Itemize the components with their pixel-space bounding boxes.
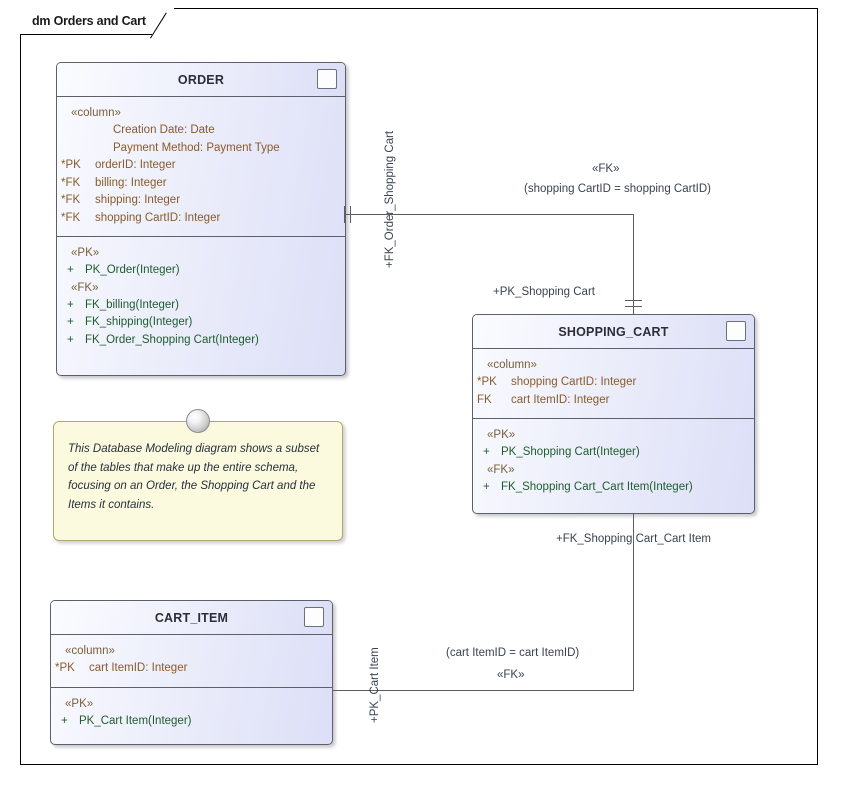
operation-row: + PK_Shopping Cart(Integer)	[473, 444, 754, 462]
connector-target-role-label: +PK_Cart Item	[369, 647, 381, 723]
column-name: billing: Integer	[95, 176, 167, 189]
entity-order-header: ORDER	[57, 63, 345, 97]
entity-shopping-cart-header: SHOPPING_CART	[473, 315, 754, 349]
entity-cart-item-columns: «column» *PK cart ItemID: Integer	[51, 635, 332, 688]
stereotype-fk: «FK»	[71, 281, 99, 294]
diagram-note[interactable]: This Database Modeling diagram shows a s…	[53, 421, 343, 541]
note-anchor-pin-icon	[186, 409, 210, 433]
entity-cart-item-header: CART_ITEM	[51, 601, 332, 635]
operation-row: + FK_Shopping Cart_Cart Item(Integer)	[473, 479, 754, 497]
operation-name: PK_Order(Integer)	[85, 264, 180, 276]
column-name: Payment Method: Payment Type	[113, 141, 280, 154]
column-row: Payment Method: Payment Type	[57, 140, 345, 158]
connector-shopping-cart-cart-item-segment-h[interactable]	[333, 690, 634, 691]
column-name: cart ItemID: Integer	[89, 662, 188, 674]
stereotype-pk: «PK»	[487, 429, 516, 441]
diagram-note-text: This Database Modeling diagram shows a s…	[68, 443, 320, 511]
operation-visibility: +	[67, 298, 74, 311]
column-row: *PK orderID: Integer	[57, 157, 345, 175]
operation-name: PK_Cart Item(Integer)	[79, 714, 192, 727]
column-name: cart ItemID: Integer	[511, 393, 610, 406]
column-name: Creation Date: Date	[113, 124, 215, 136]
column-name: shipping: Integer	[95, 194, 181, 206]
entity-order[interactable]: ORDER «column» Creation Date: Date Payme…	[56, 62, 346, 376]
column-key	[57, 122, 95, 140]
connector-source-role-label: +FK_Order_Shopping Cart	[384, 130, 396, 268]
multiplicity-one-tick	[344, 206, 345, 223]
column-key: *PK	[61, 159, 81, 171]
operation-name: FK_shipping(Integer)	[85, 316, 193, 328]
operation-visibility: +	[61, 714, 68, 727]
operation-row: + FK_shipping(Integer)	[57, 314, 345, 332]
multiplicity-one-tick	[350, 206, 351, 223]
column-name: orderID: Integer	[95, 159, 176, 171]
column-row: *PK cart ItemID: Integer	[51, 660, 332, 678]
column-key: *FK	[61, 211, 81, 224]
connector-stereotype-label: «FK»	[497, 669, 525, 681]
column-row: *FK billing: Integer	[57, 175, 345, 193]
stereotype-column: «column»	[71, 107, 121, 119]
operation-row: + FK_Order_Shopping Cart(Integer)	[57, 332, 345, 350]
column-key: FK	[477, 393, 492, 406]
column-row: *FK shipping: Integer	[57, 192, 345, 210]
connector-target-role-label: +PK_Shopping Cart	[493, 286, 595, 298]
table-icon	[726, 321, 746, 341]
operation-row: + FK_billing(Integer)	[57, 297, 345, 315]
column-name: shopping CartID: Integer	[95, 211, 221, 224]
entity-cart-item[interactable]: CART_ITEM «column» *PK cart ItemID: Inte…	[50, 600, 333, 745]
diagram-frame-tab[interactable]: dm Orders and Cart	[20, 8, 174, 35]
connector-constraint-label: (shopping CartID = shopping CartID)	[524, 183, 711, 195]
entity-shopping-cart-title: SHOPPING_CART	[558, 324, 669, 339]
stereotype-pk: «PK»	[71, 247, 100, 259]
connector-order-shopping-cart-segment-v[interactable]	[633, 214, 634, 315]
column-key: *PK	[55, 662, 75, 674]
stereotype-column: «column»	[487, 359, 537, 371]
connector-source-role-label: +FK_Shopping Cart_Cart Item	[556, 533, 712, 545]
stereotype-pk: «PK»	[65, 697, 94, 710]
operation-row: + PK_Cart Item(Integer)	[51, 713, 332, 731]
entity-cart-item-operations: «PK» + PK_Cart Item(Integer)	[51, 688, 332, 740]
entity-shopping-cart-columns: «column» *PK shopping CartID: Integer FK…	[473, 349, 754, 419]
table-icon	[304, 607, 324, 627]
operation-name: FK_Order_Shopping Cart(Integer)	[85, 333, 259, 346]
multiplicity-one-tick	[625, 300, 642, 301]
column-row: FK cart ItemID: Integer	[473, 392, 754, 410]
operation-name: PK_Shopping Cart(Integer)	[501, 446, 640, 458]
column-key: *FK	[61, 176, 81, 189]
connector-constraint-label: (cart ItemID = cart ItemID)	[446, 647, 580, 659]
entity-shopping-cart[interactable]: SHOPPING_CART «column» *PK shopping Cart…	[472, 314, 755, 514]
operation-visibility: +	[483, 480, 490, 493]
entity-cart-item-title: CART_ITEM	[154, 610, 229, 625]
operation-name: FK_Shopping Cart_Cart Item(Integer)	[501, 480, 693, 493]
entity-order-operations: «PK» + PK_Order(Integer) «FK» + FK_billi…	[57, 237, 345, 358]
column-name: shopping CartID: Integer	[511, 376, 637, 388]
operation-visibility: +	[483, 446, 490, 458]
stereotype-column: «column»	[65, 645, 115, 657]
entity-order-columns: «column» Creation Date: Date Payment Met…	[57, 97, 345, 237]
frame-tab-slant	[152, 8, 174, 35]
table-icon	[317, 69, 337, 89]
column-row: Creation Date: Date	[57, 122, 345, 140]
column-row: *PK shopping CartID: Integer	[473, 374, 754, 392]
column-key	[57, 140, 95, 158]
column-key: *PK	[477, 376, 497, 388]
column-key: *FK	[61, 194, 81, 206]
operation-name: FK_billing(Integer)	[85, 298, 179, 311]
operation-visibility: +	[67, 264, 74, 276]
operation-visibility: +	[67, 316, 74, 328]
diagram-frame-title: dm Orders and Cart	[32, 14, 146, 28]
column-row: *FK shopping CartID: Integer	[57, 210, 345, 228]
entity-shopping-cart-operations: «PK» + PK_Shopping Cart(Integer) «FK» + …	[473, 419, 754, 505]
operation-row: + PK_Order(Integer)	[57, 262, 345, 280]
connector-shopping-cart-cart-item-segment-v[interactable]	[633, 514, 634, 690]
multiplicity-one-tick	[625, 306, 642, 307]
entity-order-title: ORDER	[177, 72, 225, 87]
operation-visibility: +	[67, 333, 74, 346]
connector-order-shopping-cart-segment-h[interactable]	[346, 214, 633, 215]
stereotype-fk: «FK»	[487, 463, 515, 476]
connector-stereotype-label: «FK»	[592, 163, 620, 175]
